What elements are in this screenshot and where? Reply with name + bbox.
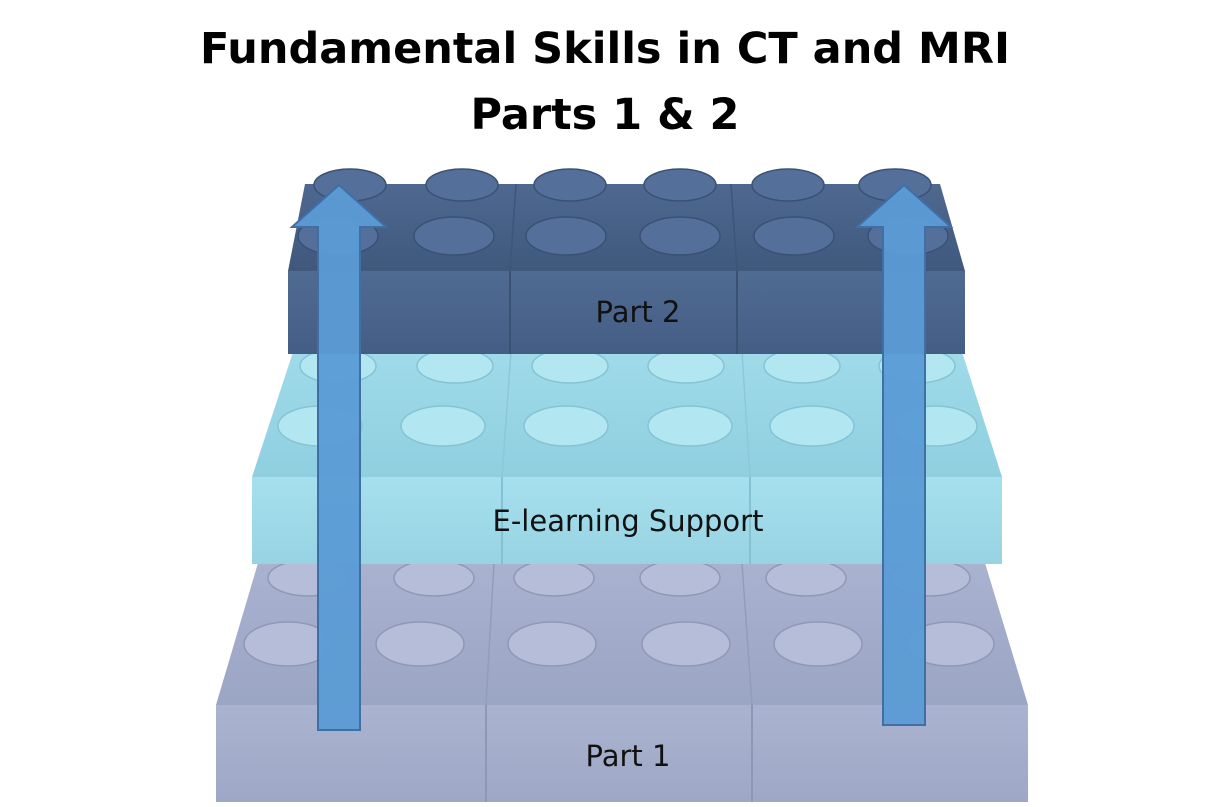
stud (513, 559, 595, 597)
layer-label-part-1: Part 1 (586, 739, 671, 773)
stud (523, 405, 609, 447)
stud (769, 405, 855, 447)
stud (765, 559, 847, 597)
brick-divider (485, 562, 495, 706)
stud (639, 559, 721, 597)
brick-divider (501, 351, 512, 478)
stud (639, 216, 721, 256)
stud (643, 168, 717, 202)
brick-divider (509, 183, 517, 272)
up-arrow-left (289, 183, 389, 731)
stud (647, 405, 733, 447)
layer-label-part-2: Part 2 (596, 295, 681, 329)
brick-divider (730, 183, 738, 272)
stud (531, 348, 609, 384)
stud (400, 405, 486, 447)
stud (525, 216, 607, 256)
brick-e-learning-front-face (252, 477, 1002, 564)
stud (533, 168, 607, 202)
brick-divider (741, 351, 751, 478)
brick-part-2: Part 2 (288, 168, 965, 354)
stud (393, 559, 475, 597)
title-line-1: Fundamental Skills in CT and MRI (200, 24, 1010, 74)
brick-divider (741, 562, 753, 706)
stud (425, 168, 499, 202)
stud (751, 168, 825, 202)
stud (763, 348, 841, 384)
stud (507, 621, 597, 667)
studs-e-learning (277, 348, 978, 447)
stud (773, 621, 863, 667)
stud (413, 216, 495, 256)
stud (375, 621, 465, 667)
stud (641, 621, 731, 667)
stud (647, 348, 725, 384)
brick-part-2-front-face (288, 271, 965, 354)
brick-e-learning-support: E-learning Support (252, 348, 1002, 564)
up-arrow-right (854, 183, 954, 726)
stud (753, 216, 835, 256)
brick-part-1-top-face (216, 563, 1028, 705)
stud (416, 348, 494, 384)
layer-label-e-learning-support: E-learning Support (493, 504, 764, 538)
title-line-2: Parts 1 & 2 (470, 90, 740, 140)
